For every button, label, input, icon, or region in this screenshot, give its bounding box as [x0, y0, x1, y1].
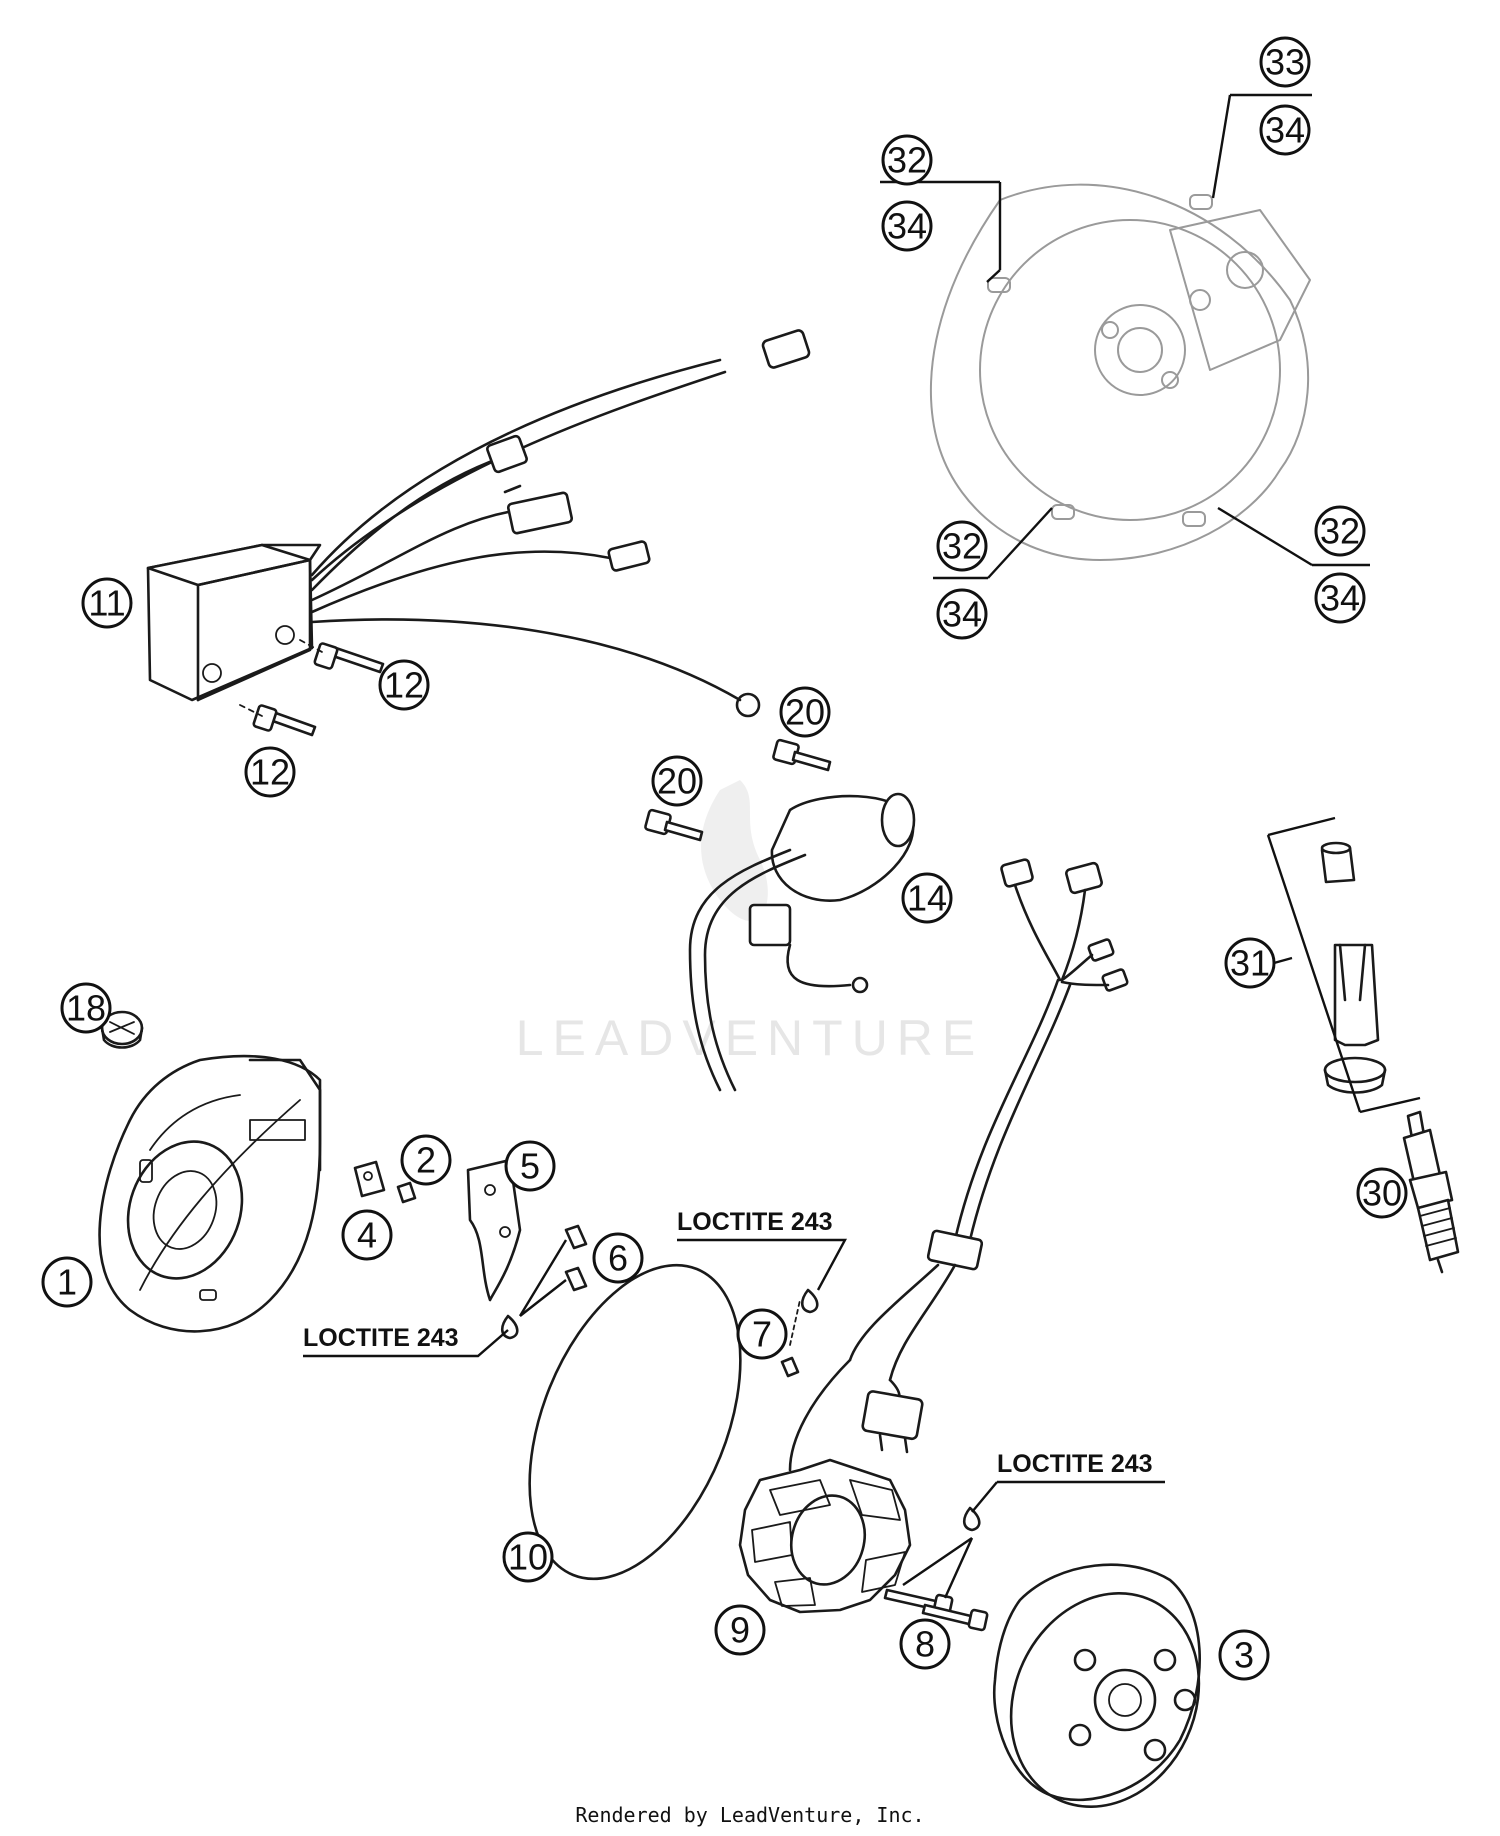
callout-label-34-bottomleft: 34: [942, 594, 982, 635]
callout-34-topright: 34: [1259, 104, 1311, 156]
ignition-coil: [688, 792, 916, 1092]
callout-label-5: 5: [520, 1146, 540, 1187]
callout-32-bottomleft: 32: [936, 520, 988, 572]
callout-33: 33: [1259, 36, 1311, 88]
o-ring-gasket: [528, 1263, 742, 1581]
callout-label-32-bottomleft: 32: [942, 526, 982, 567]
callout-label-12-upper: 12: [384, 665, 424, 706]
callout-label-7: 7: [752, 1314, 772, 1355]
callout-label-20-upper: 20: [785, 692, 825, 733]
callout-34-bottomright: 34: [1314, 572, 1366, 624]
callout-label-34-topright: 34: [1265, 110, 1305, 151]
callout-label-34-bottomright: 34: [1320, 578, 1360, 619]
callout-label-32-topleft: 32: [887, 140, 927, 181]
callout-10: 10: [502, 1531, 554, 1583]
callout-7: 7: [736, 1308, 788, 1360]
coil-mounting-screws: [644, 738, 832, 842]
callout-11: 11: [81, 577, 133, 629]
callout-32-bottomright: 32: [1314, 505, 1366, 557]
watermark-text: LEADVENTURE: [516, 1010, 985, 1066]
callout-14: 14: [901, 872, 953, 924]
callout-label-32-bottomright: 32: [1320, 511, 1360, 552]
callout-label-31: 31: [1230, 943, 1270, 984]
loctite-label-a: LOCTITE 243: [677, 1208, 833, 1236]
callout-label-18: 18: [66, 988, 106, 1029]
loctite-note-a: LOCTITE 243: [677, 1208, 848, 1291]
render-credit: Rendered by LeadVenture, Inc.: [575, 1803, 924, 1827]
bracket-31-top: [1267, 816, 1336, 837]
loctite-label-b: LOCTITE 243: [303, 1324, 459, 1352]
leader-6b: [519, 1279, 567, 1317]
cdi-mounting-screws: [239, 639, 385, 737]
callout-label-30: 30: [1362, 1173, 1402, 1214]
loctite-note-b: LOCTITE 243: [303, 1324, 509, 1358]
callout-4: 4: [341, 1209, 393, 1261]
stator-with-wiring: [738, 858, 1129, 1614]
callout-label-33: 33: [1265, 42, 1305, 83]
callout-31: 31: [1224, 937, 1276, 989]
leader-8a: [902, 1537, 973, 1586]
callout-label-12-lower: 12: [250, 752, 290, 793]
callout-label-4: 4: [357, 1215, 377, 1256]
callout-34-bottomleft: 34: [936, 588, 988, 640]
callout-32-topleft: 32: [881, 134, 933, 186]
callout-leaders: [880, 93, 1370, 580]
clip-screw: [396, 1181, 417, 1204]
callout-label-1: 1: [57, 1262, 77, 1303]
leader-8b: [943, 1537, 974, 1599]
cdi-unit-with-harness: [146, 329, 811, 718]
callout-label-20-lower: 20: [657, 761, 697, 802]
spark-plug-cap-assembly: [1320, 841, 1387, 1094]
callout-label-2: 2: [416, 1140, 436, 1181]
callout-6: 6: [592, 1232, 644, 1284]
cover-plug: [100, 1010, 144, 1049]
spark-plug: [1402, 1110, 1460, 1274]
leadventure-watermark: LEADVENTURE: [516, 780, 985, 1066]
callout-8: 8: [899, 1618, 951, 1670]
loctite-label-c: LOCTITE 243: [997, 1450, 1153, 1478]
callout-20-lower: 20: [651, 755, 703, 807]
callout-2: 2: [400, 1134, 452, 1186]
loctite-note-c: LOCTITE 243: [971, 1450, 1165, 1513]
loctite-drop-c: [962, 1506, 981, 1532]
callout-label-3: 3: [1234, 1635, 1254, 1676]
bracket-31-bottom: [1359, 1096, 1421, 1114]
sensor-clip: [353, 1160, 386, 1198]
callout-label-11: 11: [88, 583, 125, 624]
callout-label-6: 6: [608, 1238, 628, 1279]
callout-12-lower: 12: [244, 746, 296, 798]
callout-9: 9: [714, 1604, 766, 1656]
leader-31: [1273, 956, 1293, 965]
pulse-generator-plate: [466, 1158, 522, 1302]
callout-12-upper: 12: [378, 659, 430, 711]
loctite-drop-a: [500, 1314, 519, 1340]
stator-screws: [883, 1588, 989, 1632]
plate-screws: [564, 1224, 588, 1292]
cable-clamp-screw: [780, 1299, 801, 1378]
ignition-cover-outline: [929, 183, 1311, 561]
ignition-outer-cover: [98, 1054, 322, 1333]
leader-6a: [518, 1239, 568, 1317]
callout-3: 3: [1218, 1629, 1270, 1681]
callout-1: 1: [41, 1256, 93, 1308]
callout-label-34-topleft: 34: [887, 206, 927, 247]
loctite-drop-b: [800, 1288, 819, 1314]
callout-5: 5: [504, 1140, 556, 1192]
callout-34-topleft: 34: [881, 200, 933, 252]
callout-30: 30: [1356, 1167, 1408, 1219]
callout-label-10: 10: [508, 1537, 548, 1578]
callout-18: 18: [60, 982, 112, 1034]
callout-label-8: 8: [915, 1624, 935, 1665]
callout-20-upper: 20: [779, 686, 831, 738]
bracket-31-side: [1266, 834, 1362, 1113]
callout-label-14: 14: [907, 878, 947, 919]
flywheel-rotor: [992, 1563, 1201, 1809]
callout-label-9: 9: [730, 1610, 750, 1651]
